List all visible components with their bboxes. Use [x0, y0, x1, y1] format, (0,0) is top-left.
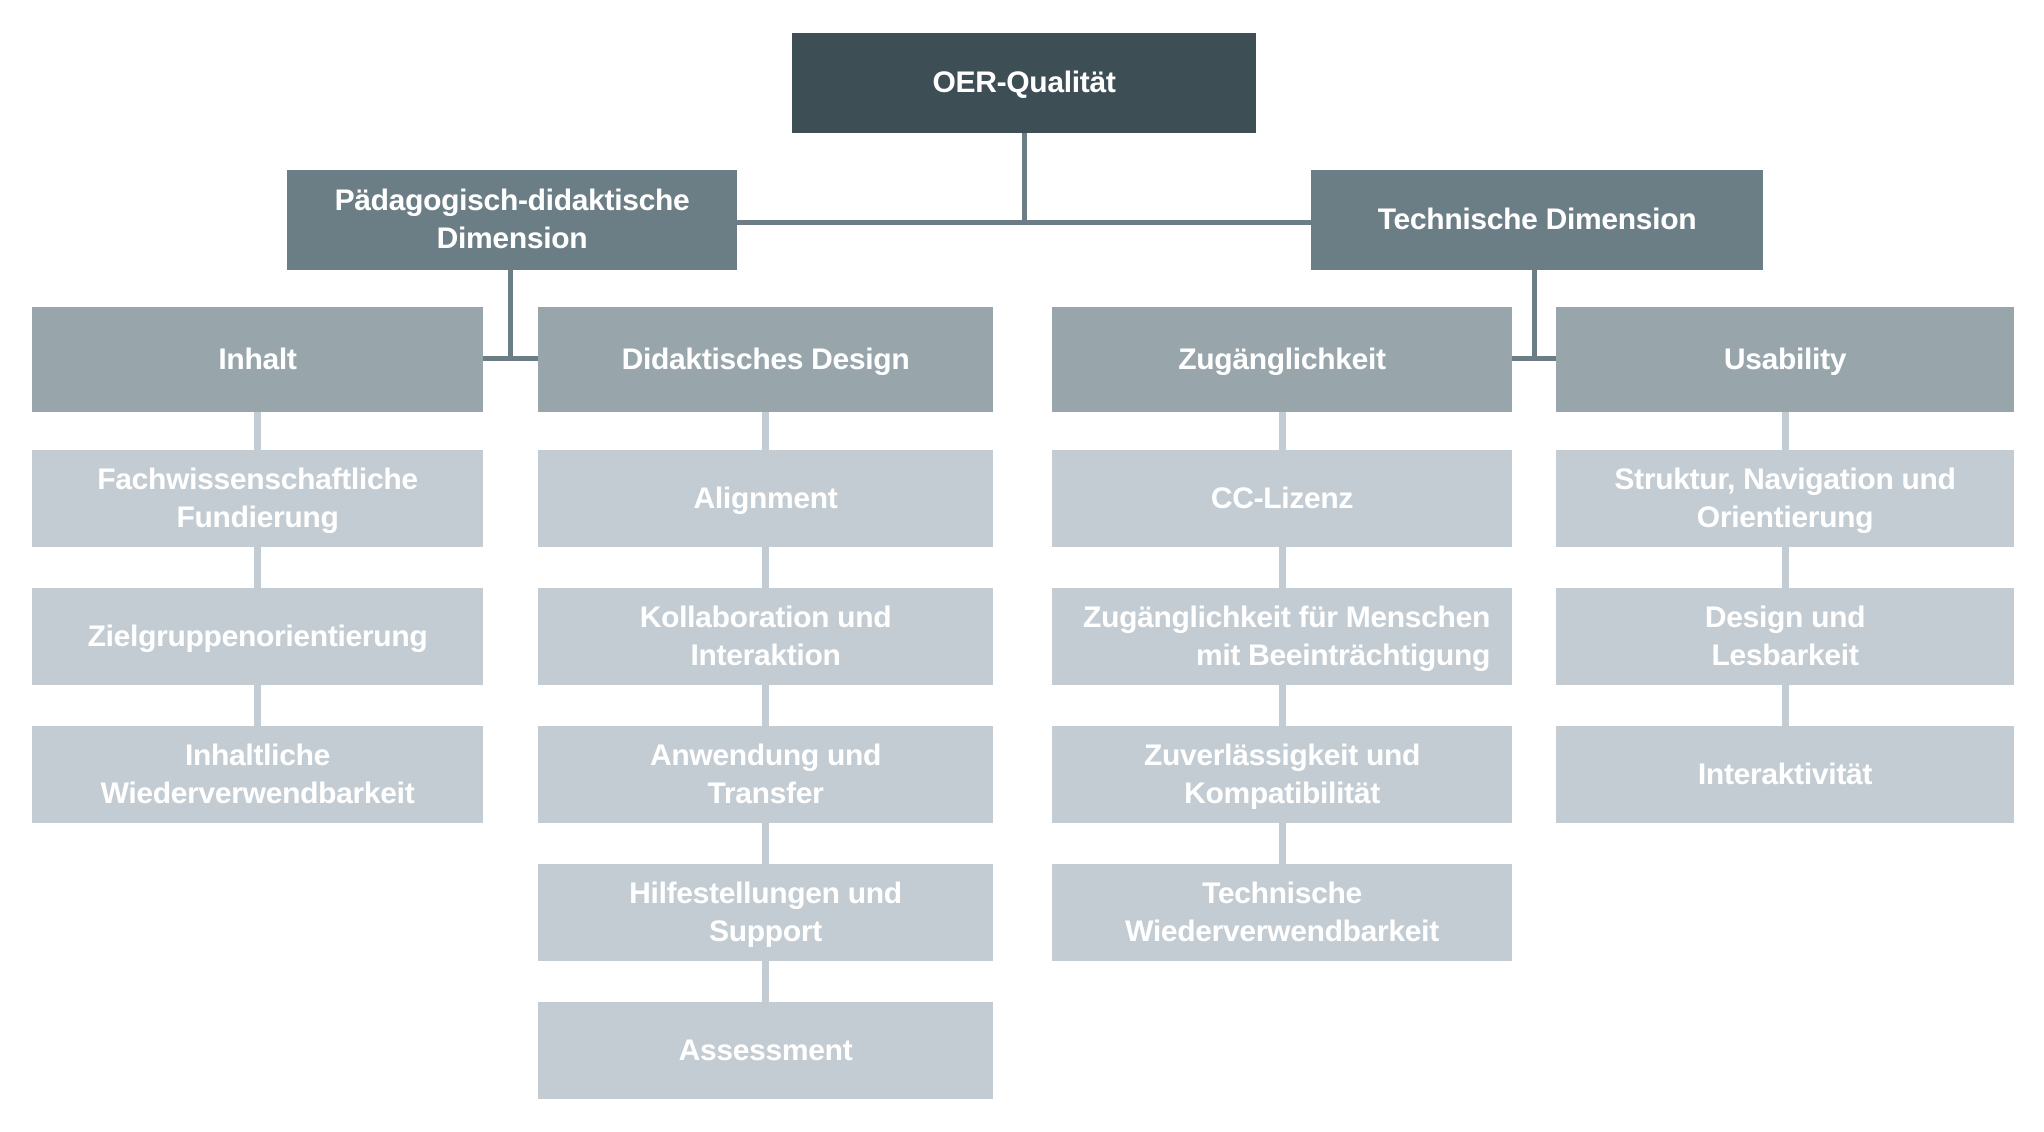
connector-col1-link-1 — [254, 412, 261, 450]
node-label: Fachwissenschaftliche Fundierung — [97, 462, 418, 534]
node-struktur-navigation-orientierung: Struktur, Navigation und Orientierung — [1556, 450, 2014, 547]
connector-col3-link-3 — [1279, 685, 1286, 726]
connector-col3-link-2 — [1279, 547, 1286, 588]
node-assessment: Assessment — [538, 1002, 993, 1099]
node-usability: Usability — [1556, 307, 2014, 412]
connector-col4-link-1 — [1782, 412, 1789, 450]
node-label: CC-Lizenz — [1210, 481, 1354, 515]
connector-col3-link-1 — [1279, 412, 1286, 450]
node-label: Alignment — [693, 481, 838, 515]
node-label: Interaktivität — [1697, 757, 1873, 791]
node-design-und-lesbarkeit: Design und Lesbarkeit — [1556, 588, 2014, 685]
node-zugaenglichkeit-fuer-menschen: Zugänglichkeit für Menschen mit Beeinträ… — [1052, 588, 1512, 685]
connector-paed-cross — [483, 356, 538, 361]
node-fachwissenschaftliche-fundierung: Fachwissenschaftliche Fundierung — [32, 450, 483, 547]
node-label: Inhalt — [218, 342, 297, 376]
node-hilfestellungen-und-support: Hilfestellungen und Support — [538, 864, 993, 961]
node-label: Zielgruppenorientierung — [87, 619, 428, 653]
connector-tech-cross — [1512, 356, 1556, 361]
connector-col1-link-3 — [254, 685, 261, 726]
connector-col2-link-4 — [762, 823, 769, 864]
node-inhaltliche-wiederverwendbarkeit: Inhaltliche Wiederverwendbarkeit — [32, 726, 483, 823]
node-label: Zugänglichkeit — [1178, 342, 1386, 376]
node-label: Pädagogisch-didaktische Dimension — [334, 184, 690, 255]
node-kollaboration-und-interaktion: Kollaboration und Interaktion — [538, 588, 993, 685]
connector-col2-link-3 — [762, 685, 769, 726]
connector-col4-link-3 — [1782, 685, 1789, 726]
node-label: OER-Qualität — [932, 66, 1116, 99]
node-inhalt: Inhalt — [32, 307, 483, 412]
node-label: Usability — [1723, 342, 1847, 376]
node-zugaenglichkeit: Zugänglichkeit — [1052, 307, 1512, 412]
node-zielgruppenorientierung: Zielgruppenorientierung — [32, 588, 483, 685]
node-technische-wiederverwendbarkeit: Technische Wiederverwendbarkeit — [1052, 864, 1512, 961]
node-technische-dimension: Technische Dimension — [1311, 170, 1763, 270]
node-label: Struktur, Navigation und Orientierung — [1614, 462, 1956, 534]
node-didaktisches-design: Didaktisches Design — [538, 307, 993, 412]
connector-col4-link-2 — [1782, 547, 1789, 588]
connector-paed-stem — [508, 270, 513, 361]
connector-col1-link-2 — [254, 547, 261, 588]
connector-tech-stem — [1532, 270, 1537, 361]
node-label: Hilfestellungen und Support — [629, 876, 902, 948]
connector-root-stem — [1022, 133, 1027, 223]
connector-col2-link-5 — [762, 961, 769, 1002]
node-label: Technische Dimension — [1377, 203, 1697, 236]
node-label: Inhaltliche Wiederverwendbarkeit — [100, 738, 415, 810]
node-anwendung-und-transfer: Anwendung und Transfer — [538, 726, 993, 823]
node-zuverlaessigkeit-und-kompatibilitaet: Zuverlässigkeit und Kompatibilität — [1052, 726, 1512, 823]
node-label: Kollaboration und Interaktion — [639, 600, 892, 672]
connector-col2-link-2 — [762, 547, 769, 588]
node-label: Design und Lesbarkeit — [1704, 600, 1866, 672]
connector-col3-link-4 — [1279, 823, 1286, 864]
node-paedagogisch-didaktische-dimension: Pädagogisch-didaktische Dimension — [287, 170, 737, 270]
node-interaktivitaet: Interaktivität — [1556, 726, 2014, 823]
node-oer-qualitaet: OER-Qualität — [792, 33, 1256, 133]
connector-root-cross — [737, 220, 1311, 225]
node-label: Assessment — [678, 1033, 853, 1067]
node-alignment: Alignment — [538, 450, 993, 547]
node-label: Technische Wiederverwendbarkeit — [1125, 876, 1439, 948]
node-label: Anwendung und Transfer — [649, 738, 882, 810]
node-label: Didaktisches Design — [621, 342, 910, 376]
node-cc-lizenz: CC-Lizenz — [1052, 450, 1512, 547]
connector-col2-link-1 — [762, 412, 769, 450]
node-label: Zuverlässigkeit und Kompatibilität — [1143, 738, 1421, 810]
node-label: Zugänglichkeit für Menschen mit Beeinträ… — [1083, 600, 1490, 672]
